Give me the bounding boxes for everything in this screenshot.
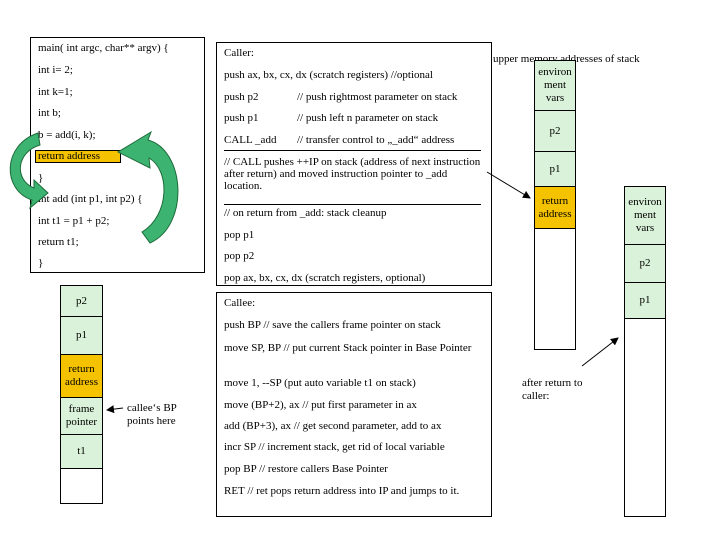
- callee-box: Callee: push BP // save the callers fram…: [216, 292, 492, 517]
- caller-line: push ax, bx, cx, dx (scratch registers) …: [224, 69, 433, 81]
- stack-cell-return-address: return address: [535, 187, 575, 229]
- caller-line: CALL _add: [224, 134, 277, 146]
- stack-cell-p2: p2: [535, 111, 575, 152]
- callee-stack: p2 p1 return address frame pointer t1: [60, 285, 103, 504]
- callee-line: incr SP // increment stack, get rid of l…: [224, 441, 445, 453]
- stack-cell-environ: environ ment vars: [625, 187, 665, 245]
- stack-cell-t1: t1: [61, 435, 102, 469]
- code-line: int i= 2;: [38, 64, 73, 76]
- code-line: int k=1;: [38, 86, 73, 98]
- code-line: return t1;: [38, 236, 79, 248]
- after-return-stack: environ ment vars p2 p1: [624, 186, 666, 517]
- caller-box: Caller: push ax, bx, cx, dx (scratch reg…: [216, 42, 492, 286]
- code-line: int t1 = p1 + p2;: [38, 215, 110, 227]
- callee-line: move (BP+2), ax // put first parameter i…: [224, 399, 417, 411]
- after-return-arrow-icon: [581, 337, 619, 367]
- code-return-address: return address: [38, 150, 101, 162]
- code-line: b = add(i, k);: [38, 129, 96, 141]
- stack-cell-frame-pointer: frame pointer: [61, 398, 102, 435]
- caller-line: pop ax, bx, cx, dx (scratch registers, o…: [224, 272, 426, 284]
- caller-line: push p1: [224, 112, 259, 124]
- callee-line: move 1, --SP (put auto variable t1 on st…: [224, 377, 416, 389]
- stack-cell-environ: environ ment vars: [535, 61, 575, 111]
- after-return-note: after return to caller:: [522, 377, 583, 402]
- code-line: }: [38, 257, 44, 269]
- caller-line: // on return from _add: stack cleanup: [224, 207, 387, 219]
- caller-stack: environ ment vars p2 p1 return address: [534, 60, 576, 350]
- callee-line: add (BP+3), ax // get second parameter, …: [224, 420, 442, 432]
- caller-line: push p2: [224, 91, 259, 103]
- code-line: int b;: [38, 107, 61, 119]
- caller-comment: // push left n parameter on stack: [297, 112, 439, 124]
- stack-cell-return-address: return address: [61, 355, 102, 398]
- callee-bp-note: callee‘s BP points here: [127, 402, 177, 427]
- caller-line: pop p2: [224, 250, 255, 262]
- divider: [224, 204, 481, 205]
- stack-cell-p2: p2: [61, 286, 102, 317]
- stack-cell-p1: p1: [61, 317, 102, 355]
- bp-pointer-arrow-icon: [106, 405, 124, 414]
- return-address-highlight: [35, 150, 121, 163]
- stack-cell-p1: p1: [625, 283, 665, 319]
- callee-line: RET // ret pops return address into IP a…: [224, 485, 460, 497]
- upper-memory-label: upper memory addresses of stack: [493, 53, 640, 65]
- stack-cell-p1: p1: [535, 152, 575, 187]
- callee-title: Callee:: [224, 297, 256, 309]
- code-line: int add (int p1, int p2) {: [38, 193, 143, 205]
- caller-comment: // push rightmost parameter on stack: [297, 91, 458, 103]
- call-curved-arrow-icon: [9, 132, 49, 210]
- divider: [224, 150, 481, 151]
- code-line: main( int argc, char** argv) {: [38, 42, 169, 54]
- code-line: }: [38, 172, 44, 184]
- caller-line: pop p1: [224, 229, 255, 241]
- callee-line: move SP, BP // put current Stack pointer…: [224, 342, 472, 354]
- caller-title: Caller:: [224, 47, 254, 59]
- callee-line: pop BP // restore callers Base Pointer: [224, 463, 388, 475]
- caller-comment: // transfer control to „_add“ address: [297, 134, 455, 146]
- return-address-arrow-icon: [486, 171, 531, 199]
- callee-line: push BP // save the callers frame pointe…: [224, 319, 441, 331]
- stack-cell-p2: p2: [625, 245, 665, 283]
- caller-call-note: // CALL pushes ++IP on stack (address of…: [224, 156, 481, 192]
- return-curved-arrow-icon: [116, 130, 179, 244]
- source-code-box: main( int argc, char** argv) { int i= 2;…: [30, 37, 205, 273]
